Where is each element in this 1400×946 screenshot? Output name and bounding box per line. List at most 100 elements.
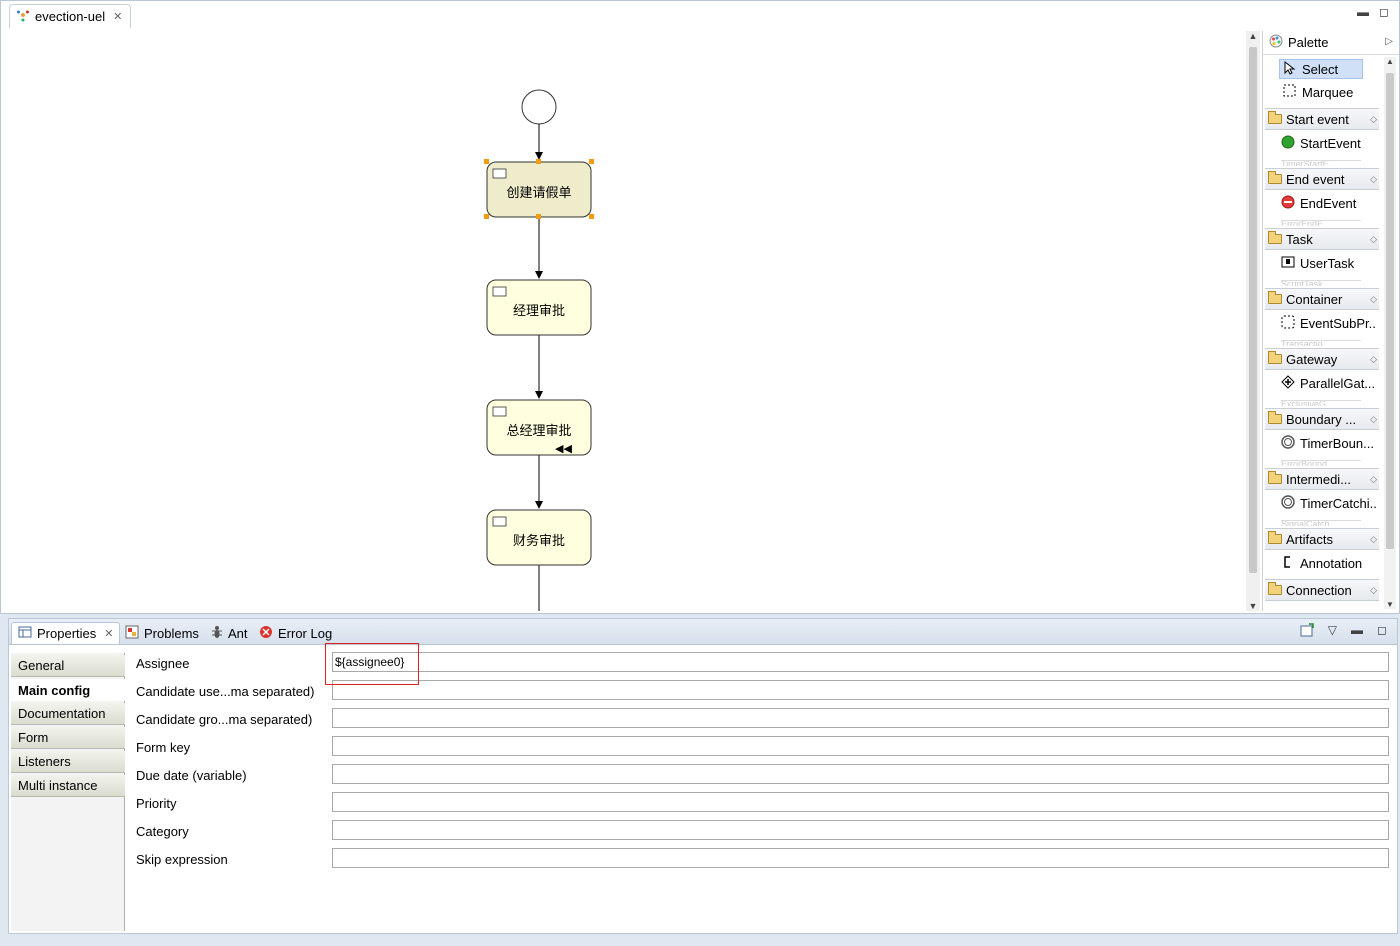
drawer-label: Task [1286, 231, 1313, 247]
scroll-up-icon[interactable]: ▲ [1386, 57, 1394, 66]
folder-icon [1268, 582, 1282, 595]
marquee-tool[interactable]: Marquee [1279, 82, 1363, 102]
select-tool[interactable]: Select [1279, 59, 1363, 79]
pin-icon[interactable]: ◇ [1370, 173, 1377, 184]
view-menu-icon[interactable]: ▽ [1327, 623, 1338, 637]
palette-entry-parallel-gateway[interactable]: ParallelGat... [1281, 373, 1377, 393]
tab-ant[interactable]: Ant [205, 622, 254, 644]
problems-icon [125, 625, 139, 642]
task-label: 总经理审批 [506, 424, 571, 439]
section-tab-main-config[interactable]: Main config [11, 679, 125, 701]
pin-icon[interactable]: ◇ [1370, 584, 1377, 595]
maximize-icon[interactable]: ◻ [1377, 623, 1387, 637]
pin-icon[interactable]: ◇ [1370, 293, 1377, 304]
bpmn-diagram: 创建请假单 经理审批 总经理审批 ◀◀ [484, 89, 594, 611]
drawer-label: End event [1286, 171, 1345, 187]
user-task[interactable]: 总经理审批 ◀◀ [486, 399, 592, 456]
palette-entry-timer-boundary[interactable]: TimerBoun... [1281, 433, 1377, 453]
section-tab-form[interactable]: Form [11, 727, 125, 749]
palette-entry-partial: TimerStartE [1281, 160, 1361, 166]
ant-icon [211, 625, 223, 642]
user-task-icon [1281, 256, 1295, 271]
palette-entry-user-task[interactable]: UserTask [1281, 253, 1377, 273]
drawer-intermediate-event[interactable]: Intermedi... ◇ [1265, 468, 1379, 490]
user-task[interactable]: 创建请假单 [484, 159, 594, 219]
user-task[interactable]: 经理审批 [486, 279, 592, 336]
drawer-connection[interactable]: Connection ◇ [1265, 579, 1379, 601]
pin-icon[interactable]: ◇ [1370, 533, 1377, 544]
palette-entry-end-event[interactable]: EndEvent [1281, 193, 1377, 213]
scroll-up-icon[interactable]: ▲ [1248, 31, 1258, 41]
user-task-icon [492, 516, 507, 527]
palette-entry-partial: ErrorBound [1281, 460, 1361, 466]
palette-entry-event-subprocess[interactable]: EventSubPr... [1281, 313, 1377, 333]
user-task[interactable]: 财务审批 [486, 509, 592, 566]
drawer-label: Connection [1286, 582, 1352, 598]
section-tab-documentation[interactable]: Documentation [11, 703, 125, 725]
candidate-groups-field[interactable] [332, 708, 1389, 728]
palette-entry-partial: Transactio [1281, 340, 1361, 346]
minimize-icon[interactable]: ▬ [1357, 5, 1370, 19]
folder-icon [1268, 291, 1282, 304]
start-event[interactable] [521, 89, 557, 125]
section-tab-listeners[interactable]: Listeners [11, 751, 125, 773]
skip-expression-field[interactable] [332, 848, 1389, 868]
tab-problems[interactable]: Problems [119, 622, 205, 644]
drawer-boundary-event[interactable]: Boundary ... ◇ [1265, 408, 1379, 430]
tab-properties[interactable]: Properties ✕ [11, 622, 121, 644]
drawer-end-event[interactable]: End event ◇ [1265, 168, 1379, 190]
drawer-label: Boundary ... [1286, 411, 1357, 427]
drawer-gateway[interactable]: Gateway ◇ [1265, 348, 1379, 370]
section-tab-general[interactable]: General [11, 655, 125, 677]
priority-field[interactable] [332, 792, 1389, 812]
folder-icon [1268, 411, 1282, 424]
palette-scrollbar[interactable]: ▲ ▼ [1384, 57, 1396, 609]
palette-header[interactable]: Palette ▷ [1263, 31, 1399, 55]
canvas-scrollbar[interactable]: ▲ ▼ [1246, 31, 1260, 611]
entry-label: EventSubPr... [1300, 315, 1377, 331]
palette-entry-partial: ScriptTask [1281, 280, 1361, 286]
pin-icon[interactable]: ◇ [1370, 233, 1377, 244]
new-view-icon[interactable] [1300, 623, 1314, 640]
pin-icon[interactable]: ◇ [1370, 353, 1377, 364]
drawer-container[interactable]: Container ◇ [1265, 288, 1379, 310]
folder-icon [1268, 111, 1282, 124]
palette-entry-timer-catching[interactable]: TimerCatchi... [1281, 493, 1377, 513]
close-icon[interactable]: ✕ [104, 628, 114, 640]
maximize-icon[interactable]: ◻ [1379, 5, 1389, 19]
assignee-field[interactable] [332, 652, 1389, 672]
pin-icon[interactable]: ◇ [1370, 113, 1377, 124]
palette: Palette ▷ Select Marquee Start event ◇ S… [1262, 31, 1399, 611]
section-tab-multi-instance[interactable]: Multi instance [11, 775, 125, 797]
scrollbar-thumb[interactable] [1249, 47, 1257, 573]
editor-tab[interactable]: evection-uel ✕ [9, 4, 132, 28]
form-key-field[interactable] [332, 736, 1389, 756]
palette-entry-annotation[interactable]: Annotation [1281, 553, 1377, 573]
diagram-canvas[interactable]: 创建请假单 经理审批 总经理审批 ◀◀ [9, 31, 1245, 611]
scroll-down-icon[interactable]: ▼ [1386, 600, 1394, 609]
selection-handles[interactable] [484, 159, 594, 219]
minimize-icon[interactable]: ▬ [1351, 623, 1364, 637]
pin-icon[interactable]: ◇ [1370, 473, 1377, 484]
category-field[interactable] [332, 820, 1389, 840]
marquee-icon [1283, 84, 1296, 100]
error-log-icon [259, 625, 273, 642]
entry-label: ParallelGat... [1300, 375, 1376, 391]
view-tab-bar: Properties ✕ Problems Ant Error Log ▽ ▬ … [9, 619, 1397, 645]
drawer-label: Container [1286, 291, 1343, 307]
scrollbar-thumb[interactable] [1386, 73, 1394, 549]
scroll-down-icon[interactable]: ▼ [1248, 601, 1258, 611]
annotation-icon [1281, 555, 1295, 572]
pin-icon[interactable]: ◇ [1370, 413, 1377, 424]
palette-entry-start-event[interactable]: StartEvent [1281, 133, 1377, 153]
marquee-tool-label: Marquee [1302, 84, 1354, 100]
drawer-start-event[interactable]: Start event ◇ [1265, 108, 1379, 130]
collapse-palette-icon[interactable]: ▷ [1385, 36, 1393, 47]
start-event-icon [1281, 135, 1295, 152]
close-icon[interactable]: ✕ [113, 11, 123, 23]
due-date-field[interactable] [332, 764, 1389, 784]
drawer-artifacts[interactable]: Artifacts ◇ [1265, 528, 1379, 550]
tab-error-log[interactable]: Error Log [253, 622, 338, 644]
drawer-task[interactable]: Task ◇ [1265, 228, 1379, 250]
candidate-users-field[interactable] [332, 680, 1389, 700]
